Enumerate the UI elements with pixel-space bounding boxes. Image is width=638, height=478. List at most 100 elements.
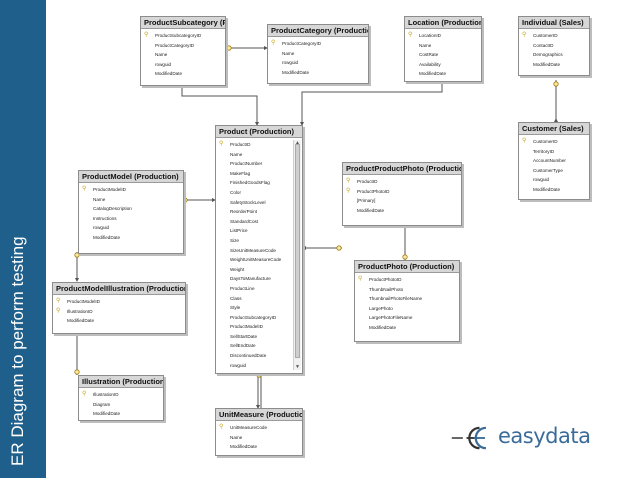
column-row: SellStartDate xyxy=(230,333,258,339)
primary-key-icon: ⚲ xyxy=(522,32,527,38)
column-row: ProductCategoryID xyxy=(155,42,195,48)
column-row: StandardCost xyxy=(230,218,259,224)
column-row: ProductLine xyxy=(230,285,255,291)
column-row: ModifiedDate xyxy=(357,207,385,213)
column-row: DiscontinuedDate xyxy=(230,353,267,359)
column-row: rowguid xyxy=(93,225,110,231)
table-title: Individual (Sales) xyxy=(519,17,589,29)
column-row: ⚲LocationID xyxy=(405,31,481,41)
vertical-scrollbar[interactable]: ▲ ▼ xyxy=(293,140,301,370)
column-row: SafetyStockLevel xyxy=(230,199,266,205)
table-title: ProductPhoto (Production) xyxy=(355,261,459,273)
primary-key-icon: ⚲ xyxy=(56,307,61,314)
primary-key-icon: ⚲ xyxy=(346,178,351,184)
table-title: Customer (Sales) xyxy=(519,123,589,135)
column-row: rowguid xyxy=(155,61,172,67)
column-row: SizeUnitMeasureCode xyxy=(230,247,276,253)
column-row: LargePhoto xyxy=(369,305,393,311)
slide-title: ER Diagram to perform testing xyxy=(8,236,27,466)
brand-name: easydata xyxy=(498,424,591,448)
scroll-up-icon[interactable]: ▲ xyxy=(295,140,300,146)
er-diagram-canvas: ProductSubcategory (Pro ⚲ProductSubcateg… xyxy=(52,10,590,470)
column-row: TerritoryID xyxy=(533,148,555,154)
column-row: Availability xyxy=(419,61,441,67)
column-row: ModifiedDate xyxy=(419,71,447,77)
column-row: ThumbNailPhoto xyxy=(369,286,404,292)
column-row: rowguid xyxy=(533,177,550,183)
column-row: ModifiedDate xyxy=(369,324,397,330)
column-row: rowguid xyxy=(282,60,299,66)
rel-subcategory-product xyxy=(181,82,258,125)
column-row: ReorderPoint xyxy=(230,209,258,215)
column-row: ModifiedDate xyxy=(533,186,561,192)
column-row: ThumbnailPhotoFileName xyxy=(369,296,423,302)
column-row: Name xyxy=(155,52,168,58)
column-row: Color xyxy=(230,189,241,195)
column-row: Name xyxy=(282,50,295,56)
table-title: ProductProductPhoto (Production) xyxy=(343,163,461,175)
column-row: ModifiedDate xyxy=(93,411,121,417)
primary-key-icon: ⚲ xyxy=(56,298,61,304)
column-row: SellEndDate xyxy=(230,343,256,349)
table-illustration[interactable]: Illustration (Production) ⚲IllustrationI… xyxy=(78,375,164,421)
table-individual[interactable]: Individual (Sales) ⚲CustomerID ContactID… xyxy=(518,16,590,76)
column-row: AccountNumber xyxy=(533,158,566,164)
column-row: ⚲UnitMeasureCode xyxy=(216,423,302,433)
column-row: MakeFlag xyxy=(230,170,251,176)
column-row: Style xyxy=(230,305,241,311)
column-row: Name xyxy=(230,151,243,157)
column-row: ⚲CustomerID xyxy=(519,31,589,41)
table-title: Illustration (Production) xyxy=(79,376,163,388)
rel-location-product xyxy=(301,80,443,125)
column-row: LargePhotoFileName xyxy=(369,315,413,321)
table-title: ProductModelIllustration (Production) xyxy=(53,283,185,295)
table-location[interactable]: Location (Production) ⚲LocationID Name C… xyxy=(404,16,482,82)
column-row: [Primary] xyxy=(357,198,376,204)
column-row: ModifiedDate xyxy=(67,318,95,324)
primary-key-icon: ⚲ xyxy=(522,138,527,144)
table-product-photo[interactable]: ProductPhoto (Production) ⚲ProductPhotoI… xyxy=(354,260,460,342)
table-product-subcategory[interactable]: ProductSubcategory (Pro ⚲ProductSubcateg… xyxy=(140,16,226,86)
table-product-model[interactable]: ProductModel (Production) ⚲ProductModelI… xyxy=(78,170,184,254)
column-row: Name xyxy=(230,434,243,440)
primary-key-icon: ⚲ xyxy=(219,424,224,430)
column-row: FinishedGoodsFlag xyxy=(230,180,270,186)
column-row: Weight xyxy=(230,266,245,272)
table-product[interactable]: Product (Production) ⚲ProductID Name Pro… xyxy=(215,125,303,374)
table-title: Product (Production) xyxy=(216,126,302,138)
table-unit-measure[interactable]: UnitMeasure (Production ⚲UnitMeasureCode… xyxy=(215,408,303,456)
column-row: CostRate xyxy=(419,52,439,58)
column-row: rowguid xyxy=(230,362,247,368)
column-row: ⚲ProductPhotoID xyxy=(355,275,459,285)
column-row: ModifiedDate xyxy=(155,71,183,77)
primary-key-icon: ⚲ xyxy=(82,186,87,192)
scroll-down-icon[interactable]: ▼ xyxy=(295,364,300,370)
relationship-connectors xyxy=(74,45,559,409)
column-row: Diagram xyxy=(93,401,111,407)
column-row: ⚲ProductCategoryID xyxy=(268,39,368,49)
column-row: ModifiedDate xyxy=(282,69,310,75)
column-row: ModifiedDate xyxy=(230,444,258,450)
easydata-logo-icon xyxy=(451,426,487,450)
column-row: ProductSubcategoryID xyxy=(230,314,277,320)
column-row: Demographics xyxy=(533,52,563,58)
table-product-product-photo[interactable]: ProductProductPhoto (Production) ⚲Produc… xyxy=(342,162,462,226)
column-row: ⚲ProductID xyxy=(343,177,461,187)
table-title: ProductModel (Production) xyxy=(79,171,183,183)
scrollbar-thumb[interactable] xyxy=(295,144,300,358)
table-title: Location (Production) xyxy=(405,17,481,29)
column-row: DaysToManufacture xyxy=(230,276,271,282)
column-row: Name xyxy=(419,42,432,48)
primary-key-icon: ⚲ xyxy=(358,276,363,282)
column-row: ⚲IllustrationID xyxy=(79,390,163,400)
table-customer[interactable]: Customer (Sales) ⚲CustomerID TerritoryID… xyxy=(518,122,590,200)
sidebar: ER Diagram to perform testing xyxy=(0,0,46,478)
column-row: ListPrice xyxy=(230,228,248,234)
primary-key-icon: ⚲ xyxy=(346,187,351,194)
table-product-category[interactable]: ProductCategory (Production) ⚲ProductCat… xyxy=(267,24,369,84)
column-row: ⚲IllustrationID xyxy=(53,307,185,317)
column-row: ⚲CustomerID xyxy=(519,137,589,147)
table-product-model-illustration[interactable]: ProductModelIllustration (Production) ⚲P… xyxy=(52,282,186,334)
column-row: WeightUnitMeasureCode xyxy=(230,257,282,263)
column-row: CustomerType xyxy=(533,167,563,173)
